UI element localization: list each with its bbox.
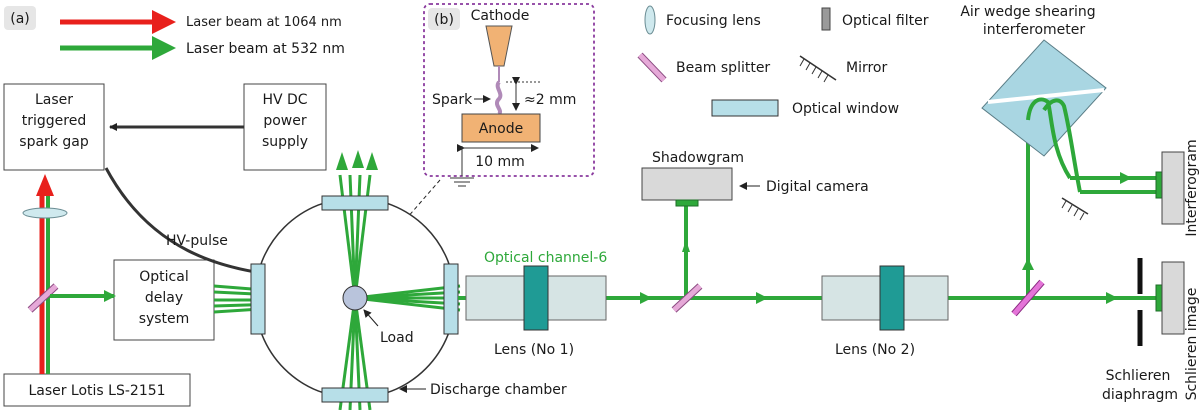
svg-text:Schlieren image: Schlieren image bbox=[1184, 288, 1200, 401]
svg-text:Cathode: Cathode bbox=[471, 8, 530, 24]
mirror-icon bbox=[1061, 197, 1089, 221]
beam-arrows bbox=[640, 240, 1118, 304]
svg-text:(a): (a) bbox=[10, 11, 30, 27]
box-hv-supply: HV DC power supply bbox=[243, 83, 327, 171]
svg-text:10 mm: 10 mm bbox=[475, 154, 525, 170]
optical-window-top bbox=[321, 195, 389, 211]
schlieren-camera: Schlieren image bbox=[1140, 261, 1200, 401]
legend-optical-filter: Optical filter bbox=[821, 7, 929, 31]
optical-window-bottom bbox=[321, 387, 389, 403]
svg-text:Beam splitter: Beam splitter bbox=[676, 60, 770, 76]
legend-optical-window: Optical window bbox=[711, 99, 899, 117]
svg-text:Optical channel-6: Optical channel-6 bbox=[484, 250, 607, 266]
legend-focusing-lens: Focusing lens bbox=[644, 5, 761, 35]
panel-a-tag: (a) bbox=[4, 6, 36, 30]
laser-source-beams bbox=[22, 174, 116, 374]
beam-splitter-2 bbox=[1011, 279, 1045, 317]
load bbox=[342, 285, 368, 311]
svg-text:Anode: Anode bbox=[479, 121, 524, 137]
box-spark-gap: Laser triggered spark gap bbox=[3, 83, 105, 171]
lens-2: Lens (No 2) bbox=[821, 265, 949, 358]
svg-text:Shadowgram: Shadowgram bbox=[652, 150, 744, 166]
svg-text:Focusing lens: Focusing lens bbox=[666, 13, 761, 29]
svg-text:Spark: Spark bbox=[432, 92, 473, 108]
lens-1: Lens (No 1) bbox=[465, 265, 607, 358]
svg-text:Interferogram: Interferogram bbox=[1184, 139, 1200, 236]
legend-beam-532: Laser beam at 532 nm bbox=[60, 36, 345, 60]
air-wedge-interferometer: Air wedge shearing interferometer bbox=[960, 4, 1160, 221]
svg-text:(b): (b) bbox=[434, 12, 454, 28]
legend: Laser beam at 1064 nm Laser beam at 532 … bbox=[60, 5, 929, 117]
box-delay: Optical delay system bbox=[113, 259, 215, 341]
svg-text:Air wedge shearing: Air wedge shearing bbox=[960, 4, 1095, 20]
schlieren-diaphragm: Schlieren diaphragm bbox=[1102, 258, 1178, 403]
beam-splitter-icon bbox=[28, 284, 58, 312]
svg-text:Load: Load bbox=[380, 330, 414, 346]
svg-text:delay: delay bbox=[145, 290, 183, 306]
svg-text:Laser Lotis LS-2151: Laser Lotis LS-2151 bbox=[28, 383, 165, 399]
svg-text:triggered: triggered bbox=[22, 113, 86, 129]
svg-text:Optical: Optical bbox=[139, 269, 188, 285]
svg-text:≈2 mm: ≈2 mm bbox=[524, 92, 576, 108]
svg-text:Laser beam at 532 nm: Laser beam at 532 nm bbox=[186, 41, 345, 57]
svg-text:interferometer: interferometer bbox=[983, 22, 1086, 38]
optical-window-left bbox=[250, 263, 266, 335]
svg-text:Mirror: Mirror bbox=[846, 60, 887, 76]
optical-window-right bbox=[443, 263, 459, 335]
beam-splitter-1 bbox=[671, 283, 703, 313]
legend-beam-splitter: Beam splitter bbox=[637, 52, 770, 83]
svg-text:Lens (No 2): Lens (No 2) bbox=[835, 342, 915, 358]
shadowgram-camera: Shadowgram Digital camera bbox=[641, 150, 869, 207]
svg-text:Discharge chamber: Discharge chamber bbox=[430, 382, 567, 398]
legend-beam-1064: Laser beam at 1064 nm bbox=[60, 10, 342, 34]
cathode-electrode bbox=[485, 25, 513, 67]
interferogram-camera: Interferogram bbox=[1155, 139, 1200, 237]
focusing-lens-icon bbox=[22, 207, 68, 219]
svg-text:spark gap: spark gap bbox=[19, 134, 89, 150]
box-laser: Laser Lotis LS-2151 bbox=[3, 373, 191, 407]
svg-text:HV DC: HV DC bbox=[262, 92, 307, 108]
svg-text:Laser beam at 1064 nm: Laser beam at 1064 nm bbox=[186, 15, 342, 30]
svg-text:Optical window: Optical window bbox=[792, 101, 899, 117]
svg-text:Optical filter: Optical filter bbox=[842, 13, 929, 29]
svg-text:power: power bbox=[263, 113, 307, 129]
legend-mirror: Mirror bbox=[799, 55, 887, 83]
svg-text:Lens (No 1): Lens (No 1) bbox=[494, 342, 574, 358]
discharge-chamber: Load Discharge chamber bbox=[250, 150, 567, 410]
spark-discharge bbox=[495, 80, 503, 116]
svg-text:Digital camera: Digital camera bbox=[766, 179, 869, 195]
inset-b: (b) Cathode ≈2 mm Spark Anode 10 mm bbox=[423, 3, 595, 187]
svg-text:supply: supply bbox=[262, 134, 308, 150]
svg-text:Schlieren: Schlieren bbox=[1106, 368, 1171, 384]
svg-text:Laser: Laser bbox=[35, 92, 73, 108]
svg-text:system: system bbox=[139, 311, 190, 327]
anode-electrode bbox=[461, 113, 541, 143]
svg-text:HV-pulse: HV-pulse bbox=[166, 233, 228, 249]
svg-text:diaphragm: diaphragm bbox=[1102, 387, 1178, 403]
